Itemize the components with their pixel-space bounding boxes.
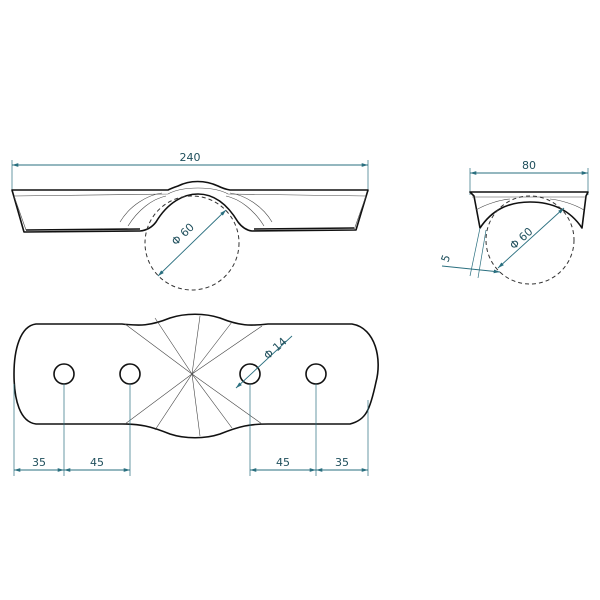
side-thickness-extension-a <box>469 227 481 277</box>
front-plate-inner-edge <box>13 187 367 197</box>
hole-diameter-leader <box>235 335 293 389</box>
side-width-label: 80 <box>522 159 536 172</box>
front-bend-shading-right <box>225 192 273 227</box>
top-view: Φ 14 35 45 45 35 <box>13 313 379 476</box>
front-plate-outline <box>11 180 369 233</box>
front-plate-bottom-edge <box>25 227 355 231</box>
front-bend-circle <box>144 195 240 291</box>
side-bend-diameter-label: Φ 60 <box>507 225 535 252</box>
front-view: 240 Φ 60 <box>11 151 369 291</box>
front-bend-shading-left <box>119 192 167 227</box>
front-end-chamfer-right <box>353 195 367 231</box>
front-bend-diameter-label: Φ 60 <box>169 221 197 249</box>
side-bend-circle <box>485 195 575 285</box>
top-bend-radial-lines <box>124 315 263 437</box>
front-bend-diameter-line <box>157 209 227 277</box>
hole-4 <box>305 363 327 385</box>
left-hole-spacing-label: 45 <box>90 456 104 469</box>
hole-2 <box>119 363 141 385</box>
front-length-label: 240 <box>180 151 201 164</box>
hole-diameter-label: Φ 14 <box>261 335 289 362</box>
side-bend-diameter-line <box>497 207 565 269</box>
left-edge-offset-label: 35 <box>32 456 46 469</box>
side-view: 80 Φ 60 5 <box>439 159 589 285</box>
side-thickness-dimension-line <box>441 265 501 274</box>
side-thickness-label: 5 <box>439 253 454 264</box>
side-plate-outline <box>469 191 589 229</box>
hole-1 <box>53 363 75 385</box>
front-end-chamfer-left <box>13 195 27 231</box>
right-hole-spacing-label: 45 <box>276 456 290 469</box>
top-plate-outline <box>13 313 379 439</box>
side-bend-shading <box>475 198 585 211</box>
right-edge-offset-label: 35 <box>335 456 349 469</box>
